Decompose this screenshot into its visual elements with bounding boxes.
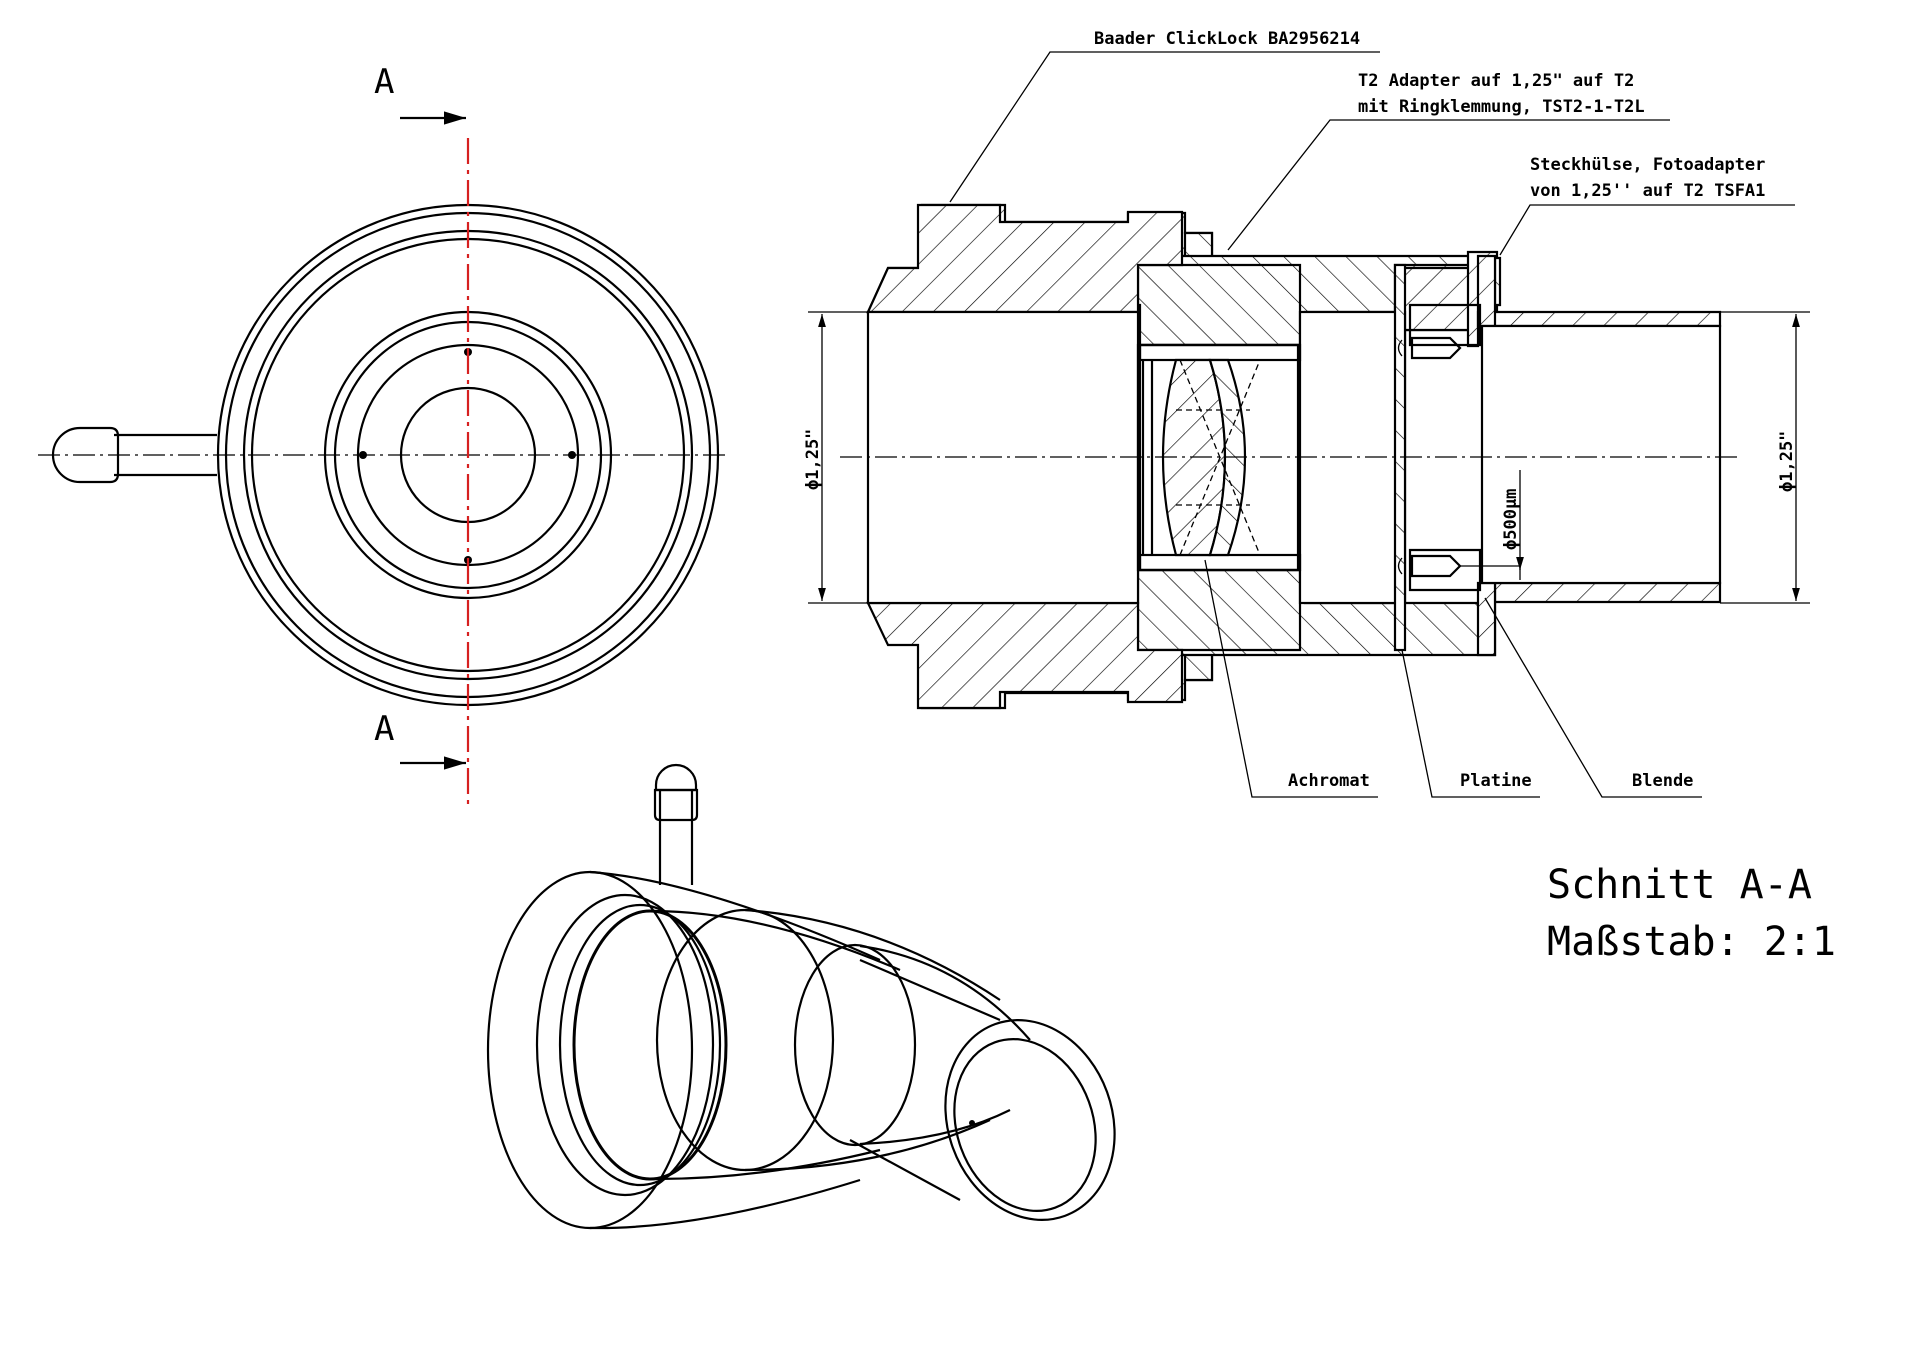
- sleeve-collar-bottom: [1476, 581, 1497, 657]
- title-line1: Schnitt A-A: [1547, 862, 1812, 908]
- sleeve-bore: [1480, 324, 1722, 585]
- blende-holder: [1408, 303, 1482, 592]
- iso-tube-end-outer: [944, 1019, 1116, 1221]
- dimension-aperture: ϕ500μm: [1501, 470, 1524, 580]
- callout-baader: Baader ClickLock BA2956214: [949, 29, 1380, 203]
- iso-knob-shaft: [658, 790, 694, 885]
- pin-springs: [1397, 339, 1403, 575]
- section-view: ϕ1,25" ϕ1,25" ϕ500μm Baader ClickLock BA…: [803, 29, 1810, 798]
- title-block: Schnitt A-A Maßstab: 2:1: [1547, 862, 1836, 965]
- title-line2: Maßstab: 2:1: [1547, 919, 1836, 965]
- iso-knob-collar: [653, 788, 699, 822]
- t2-label-line2: mit Ringklemmung, TST2-1-T2L: [1358, 97, 1645, 117]
- iso-ring-3: [572, 909, 728, 1181]
- dim-right-label: ϕ1,25": [1777, 431, 1797, 492]
- clicklock-outline-top: [866, 203, 1184, 314]
- blende-label: Blende: [1632, 771, 1693, 791]
- iso-mid-profile: [744, 908, 1001, 1172]
- callout-blende: Blende: [1484, 597, 1702, 798]
- iso-knob-cap: [654, 763, 698, 792]
- callout-t2-adapter: T2 Adapter auf 1,25" auf T2 mit Ringklem…: [1227, 71, 1670, 251]
- clicklock-outline-bottom: [866, 601, 1184, 710]
- iso-body-profile: [647, 909, 901, 1181]
- baader-label: Baader ClickLock BA2956214: [1094, 29, 1360, 49]
- dim-aperture-label: ϕ500μm: [1501, 489, 1521, 550]
- iso-tube-dot: [969, 1120, 975, 1126]
- callout-achromat: Achromat: [1204, 559, 1378, 798]
- iso-adapter-profile: [859, 944, 1031, 1146]
- clamp-knob: [51, 426, 217, 484]
- achromat-label: Achromat: [1288, 771, 1370, 791]
- dim-left-label: ϕ1,25": [803, 429, 823, 490]
- iso-mid-body: [655, 908, 835, 1172]
- dimension-right: ϕ1,25": [1720, 311, 1810, 604]
- steck-label-line2: von 1,25'' auf T2 TSFA1: [1530, 181, 1765, 201]
- steck-label-line1: Steckhülse, Fotoadapter: [1530, 155, 1765, 175]
- iso-base-outer: [486, 870, 694, 1230]
- t2-adapter-ring-top: [1136, 263, 1302, 347]
- iso-tube-end-inner: [953, 1037, 1097, 1213]
- section-label-top: A: [374, 62, 394, 102]
- lens-spacer: [1141, 360, 1154, 555]
- callout-platine: Platine: [1401, 649, 1540, 798]
- dimension-left: ϕ1,25": [803, 311, 868, 604]
- sleeve-tube-bottom: [1482, 581, 1722, 604]
- led-pin-bottom: [1410, 554, 1462, 578]
- callout-steckhulse: Steckhülse, Fotoadapter von 1,25'' auf T…: [1499, 155, 1795, 256]
- t2-adapter-ring-bottom: [1136, 568, 1302, 652]
- front-view: A A: [38, 62, 730, 808]
- isometric-view: [486, 763, 1116, 1230]
- led-pin-top: [1410, 336, 1462, 360]
- iso-ring-2: [558, 903, 722, 1187]
- t2-label-line1: T2 Adapter auf 1,25" auf T2: [1358, 71, 1634, 91]
- section-label-bottom: A: [374, 709, 394, 749]
- iso-base-profile: [589, 870, 881, 1230]
- iso-adapter: [793, 943, 917, 1147]
- iso-ring-1: [535, 893, 715, 1197]
- iso-tube-sides: [849, 958, 1001, 1201]
- platine-label: Platine: [1460, 771, 1532, 791]
- sleeve-tube-top: [1480, 310, 1722, 328]
